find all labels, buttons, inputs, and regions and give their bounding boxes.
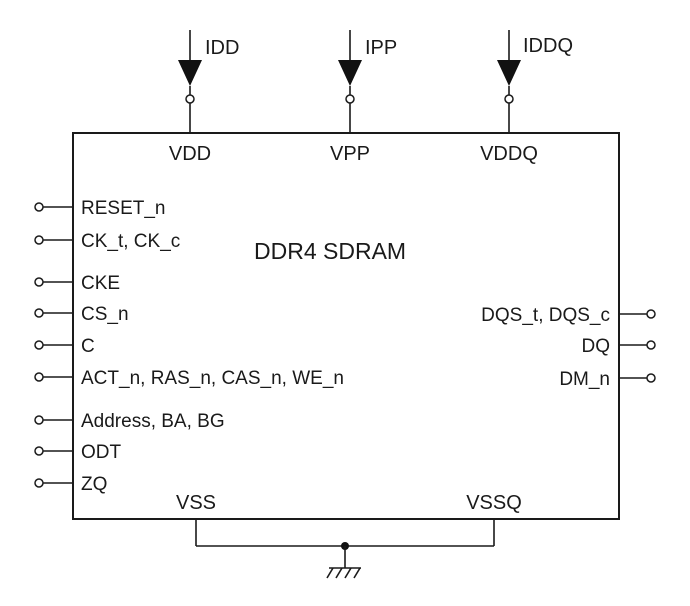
pin-c: C [34,336,95,357]
pin-label-dm-n: DM_n [559,369,610,390]
pin-terminal-icon [34,277,44,287]
pin-address-ba-bg: Address, BA, BG [34,411,225,432]
pin-label-cs-n: CS_n [81,304,129,325]
pin-label-act-ras-cas-we: ACT_n, RAS_n, CAS_n, WE_n [81,368,344,389]
pin-ck: CK_t, CK_c [34,231,180,252]
rail-label-vpp: VPP [330,143,370,165]
rail-label-vdd: VDD [169,143,211,165]
pin-terminal-icon [34,235,44,245]
supply-pin-vpp: IPP VPP [330,30,397,165]
ground-label-vss: VSS [176,492,216,514]
ground-symbol-icon [326,567,361,579]
pin-terminal-icon [34,478,44,488]
supply-pin-vddq: IDDQ VDDQ [480,30,573,165]
pin-reset-n: RESET_n [34,198,165,219]
pin-label-odt: ODT [81,442,122,463]
pin-cs-n: CS_n [34,304,129,325]
current-label-iddq: IDDQ [523,35,573,57]
current-label-idd: IDD [205,37,239,59]
pin-label-zq: ZQ [81,474,107,495]
pin-terminal-icon [34,372,44,382]
pin-label-ck: CK_t, CK_c [81,231,180,252]
pin-act-ras-cas-we: ACT_n, RAS_n, CAS_n, WE_n [34,368,344,389]
chip-title: DDR4 SDRAM [254,238,406,264]
chip-body [72,132,620,520]
pin-terminal-icon [34,446,44,456]
pin-terminal-icon [646,340,656,350]
pin-terminal-icon [646,373,656,383]
pin-zq: ZQ [34,474,107,495]
pin-dqs: DQS_t, DQS_c [481,305,656,326]
pin-cke: CKE [34,273,120,294]
pin-terminal-icon [34,202,44,212]
pin-label-c: C [81,336,95,357]
current-arrow-icon [178,60,202,86]
current-arrow-icon [497,60,521,86]
pin-label-address-ba-bg: Address, BA, BG [81,411,225,432]
pin-label-dqs: DQS_t, DQS_c [481,305,610,326]
pin-label-reset-n: RESET_n [81,198,165,219]
rail-label-vddq: VDDQ [480,143,538,165]
pin-odt: ODT [34,442,122,463]
pin-dm-n: DM_n [559,369,656,390]
pin-terminal-icon [504,94,514,104]
ground-connection [195,519,495,568]
pin-label-cke: CKE [81,273,120,294]
pin-terminal-icon [646,309,656,319]
current-arrow-icon [338,60,362,86]
pin-label-dq: DQ [582,336,611,357]
pin-terminal-icon [34,415,44,425]
ground-label-vssq: VSSQ [466,492,522,514]
pin-terminal-icon [185,94,195,104]
pin-terminal-icon [345,94,355,104]
current-label-ipp: IPP [365,37,397,59]
pin-terminal-icon [34,340,44,350]
pin-dq: DQ [582,336,656,357]
supply-pin-vdd: IDD VDD [169,30,239,165]
pin-terminal-icon [34,308,44,318]
